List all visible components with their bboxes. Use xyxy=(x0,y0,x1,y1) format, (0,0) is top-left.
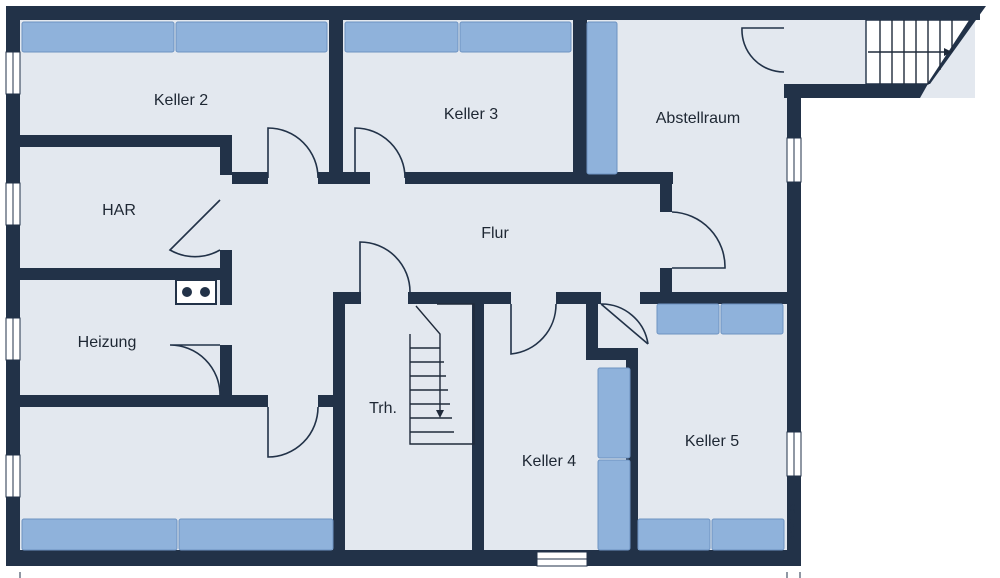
doors xyxy=(168,27,785,458)
window-icon xyxy=(5,317,21,361)
storage-shelves xyxy=(21,21,785,551)
outdoor-stairs-icon xyxy=(865,19,972,85)
window-icon xyxy=(5,182,21,226)
room-label-flur: Flur xyxy=(481,225,509,242)
room-label-keller-4: Keller 4 xyxy=(522,453,576,470)
boiler-icon xyxy=(175,279,217,305)
watermark: onOffice xyxy=(787,504,797,541)
room-label-keller-5: Keller 5 xyxy=(685,433,739,450)
room-label-keller-3: Keller 3 xyxy=(444,106,498,123)
room-label-abstellraum: Abstellraum xyxy=(656,110,740,127)
room-label-keller-2: Keller 2 xyxy=(154,92,208,109)
window-icon xyxy=(5,51,21,95)
window-icon xyxy=(786,137,802,183)
dimension-line xyxy=(19,572,801,578)
windows xyxy=(5,51,802,567)
room-label-heizung: Heizung xyxy=(78,334,137,351)
room-label-har: HAR xyxy=(102,202,136,219)
window-icon xyxy=(536,551,588,567)
room-label-treppenhaus: Trh. xyxy=(369,400,397,417)
interior-walls xyxy=(20,20,795,562)
window-icon xyxy=(5,454,21,498)
staircase-icon xyxy=(409,303,475,445)
window-icon xyxy=(786,431,802,477)
